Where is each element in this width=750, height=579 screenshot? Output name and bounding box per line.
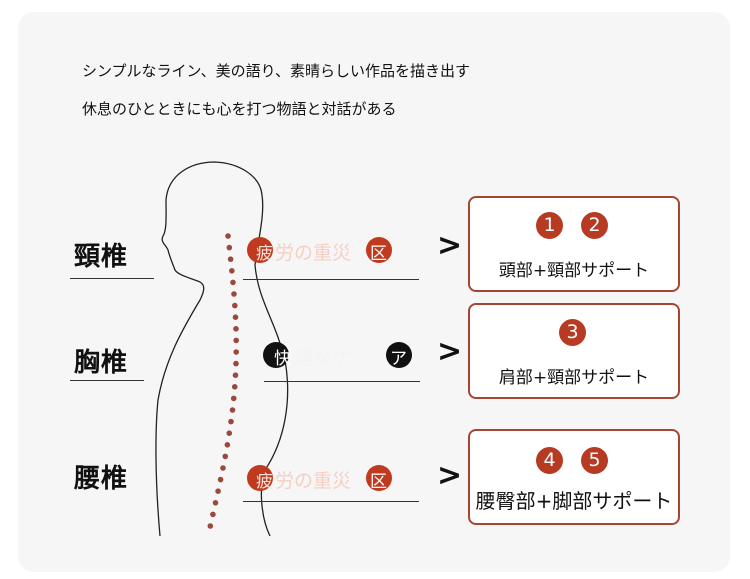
marker-dot (386, 342, 412, 368)
number-badge: 2 (581, 212, 608, 239)
number-badge: 5 (581, 447, 608, 474)
spine-dot (210, 511, 216, 518)
divider (243, 279, 419, 280)
spine-dot (224, 442, 231, 448)
chevron-right-icon: > (437, 458, 463, 493)
overlay-first: 疲 (256, 472, 273, 492)
spine-dot (212, 500, 219, 506)
spine-dot (232, 372, 239, 379)
spine-dot (233, 337, 240, 344)
overlay-last: 区 (370, 244, 387, 264)
spine-dot (232, 302, 238, 309)
label-lumbar: 腰椎 (74, 464, 129, 494)
spine-dot (225, 233, 231, 239)
spine-dot (226, 430, 233, 437)
support-box-2: 3 肩部+頸部サポート (468, 303, 680, 399)
spine-dot (229, 407, 236, 413)
number-badge: 1 (536, 212, 563, 239)
overlay-last: 区 (370, 472, 387, 492)
spine-dot (220, 465, 226, 471)
divider (70, 278, 154, 279)
support-box-3: 4 5 腰臀部+脚部サポート (468, 429, 680, 525)
chevron-right-icon: > (437, 334, 463, 369)
overlay-text: 適なケ (294, 347, 352, 369)
support-text: 腰臀部+脚部サポート (475, 489, 673, 513)
marker-dot (366, 237, 392, 263)
spine-dot (231, 291, 237, 297)
intro-line-1: シンプルなライン、美の語り、素晴らしい作品を描き出す (82, 62, 471, 80)
spine-dots (207, 233, 240, 529)
spine-dot (233, 360, 239, 367)
divider (264, 381, 420, 382)
overlay-text: 労の重災 (275, 242, 352, 264)
label-thoracic: 胸椎 (74, 348, 129, 378)
spine-dot (207, 523, 214, 529)
intro-line-2: 休息のひとときにも心を打つ物語と対話がある (82, 100, 397, 118)
marker-dot (366, 465, 392, 491)
support-text: 頭部+頸部サポート (498, 261, 650, 281)
spine-dot (230, 395, 237, 402)
spine-dot (222, 453, 229, 460)
support-box-1: 1 2 頭部+頸部サポート (468, 196, 680, 292)
divider (243, 501, 419, 502)
number-badge: 3 (559, 319, 586, 346)
spine-dot (226, 244, 233, 251)
marker-dot (263, 342, 289, 368)
number-badge: 4 (536, 447, 563, 474)
overlay-first: 疲 (256, 244, 273, 264)
marker-dot (247, 237, 273, 263)
spine-dot (227, 256, 234, 263)
spine-dot (228, 418, 234, 425)
spine-dot (230, 279, 236, 286)
spine-dot (231, 384, 238, 390)
label-cervical: 頸椎 (74, 242, 129, 272)
spine-dot (233, 326, 239, 332)
spine-dot (215, 488, 221, 495)
overlay-first: 快 (274, 349, 291, 369)
overlay-last: ア (390, 349, 407, 369)
marker-dot (247, 465, 273, 491)
chevron-right-icon: > (437, 228, 463, 263)
spine-dot (229, 268, 235, 274)
divider (70, 380, 144, 381)
overlay-text: 労の重災 (275, 470, 352, 492)
support-text: 肩部+頸部サポート (498, 368, 650, 388)
spine-dot (232, 314, 239, 321)
spine-dot (233, 349, 240, 355)
spine-dot (217, 476, 224, 483)
